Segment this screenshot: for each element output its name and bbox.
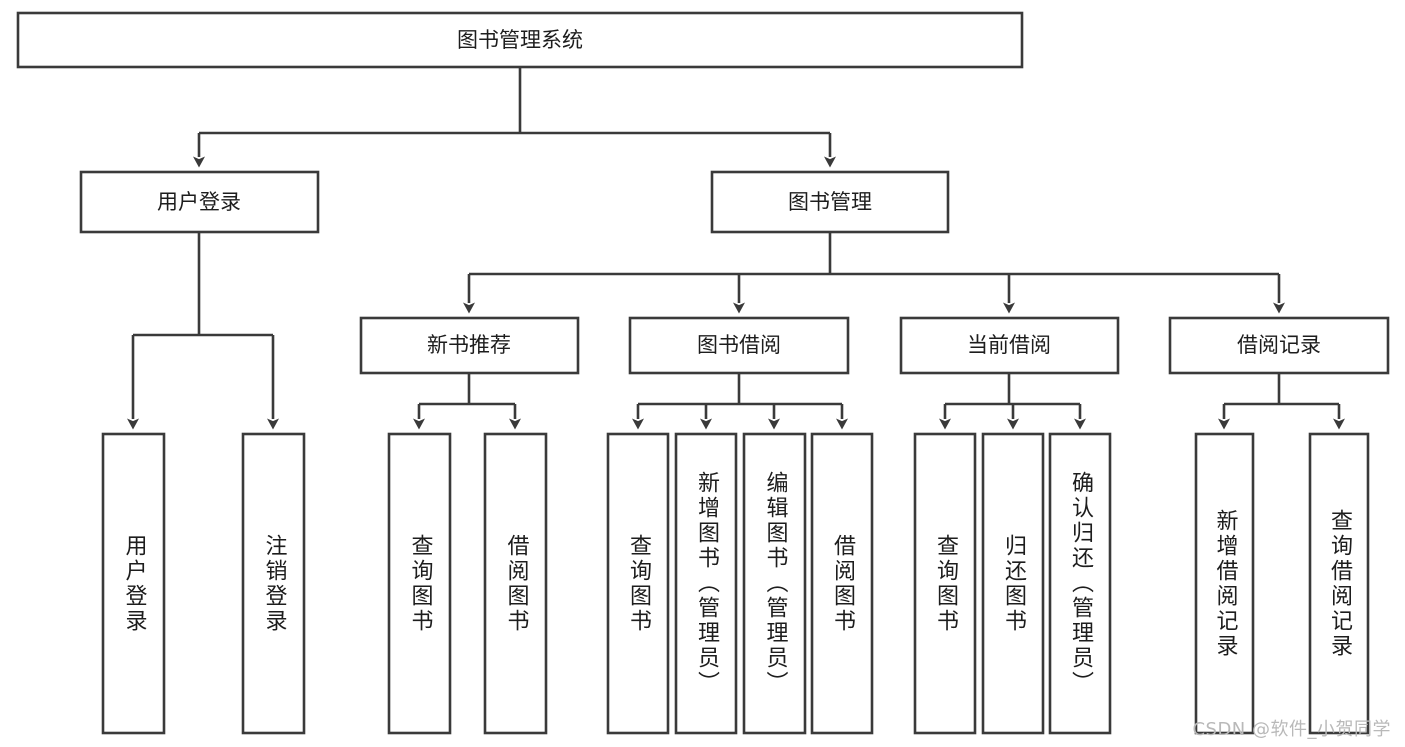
node-current-borrow-label: 当前借阅 [967, 333, 1051, 357]
node-user-login[interactable]: 用户登录 [79, 170, 320, 234]
node-user-login-label: 用户登录 [157, 190, 241, 214]
leaf-box-logout[interactable] [241, 432, 306, 735]
node-user-login-box [79, 170, 320, 234]
node-book-management-box [710, 170, 950, 234]
csdn-watermark: CSDN @软件_小贺同学 [1192, 719, 1391, 740]
leaf-box-user-login[interactable] [101, 432, 166, 735]
leaf-box-return-books[interactable] [981, 432, 1045, 735]
node-borrow-records-box [1168, 316, 1390, 375]
node-borrow-records-label: 借阅记录 [1237, 333, 1321, 357]
node-current-borrow-box [899, 316, 1120, 375]
leaf-box-query-books[interactable] [606, 432, 670, 735]
leaf-box-add-book-admin[interactable] [674, 432, 738, 735]
node-borrow-records[interactable]: 借阅记录 [1168, 316, 1390, 375]
node-root-system[interactable]: 图书管理系统 [16, 11, 1024, 69]
node-book-management-label: 图书管理 [788, 190, 872, 214]
leaf-box-borrow-books[interactable] [810, 432, 874, 735]
node-root-system-box [16, 11, 1024, 69]
leaf-box-confirm-return[interactable] [1048, 432, 1112, 735]
node-root-system-label: 图书管理系统 [457, 28, 583, 52]
node-new-book-recommend-box [359, 316, 580, 375]
leaf-box-query-record[interactable] [1308, 432, 1370, 735]
node-book-management[interactable]: 图书管理 [710, 170, 950, 234]
leaf-box-query-books-cur[interactable] [913, 432, 977, 735]
node-book-borrow-box [628, 316, 850, 375]
leaf-box-query-books-new[interactable] [387, 432, 452, 735]
node-book-borrow[interactable]: 图书借阅 [628, 316, 850, 375]
connector-group [127, 67, 1345, 430]
node-current-borrow[interactable]: 当前借阅 [899, 316, 1120, 375]
node-book-borrow-label: 图书借阅 [697, 333, 781, 357]
leaf-box-borrow-books-new[interactable] [483, 432, 548, 735]
leaf-box-add-record[interactable] [1194, 432, 1255, 735]
leaf-box-group [101, 432, 1370, 735]
node-new-book-recommend[interactable]: 新书推荐 [359, 316, 580, 375]
leaf-box-edit-book-admin[interactable] [742, 432, 807, 735]
node-new-book-recommend-label: 新书推荐 [427, 333, 511, 357]
